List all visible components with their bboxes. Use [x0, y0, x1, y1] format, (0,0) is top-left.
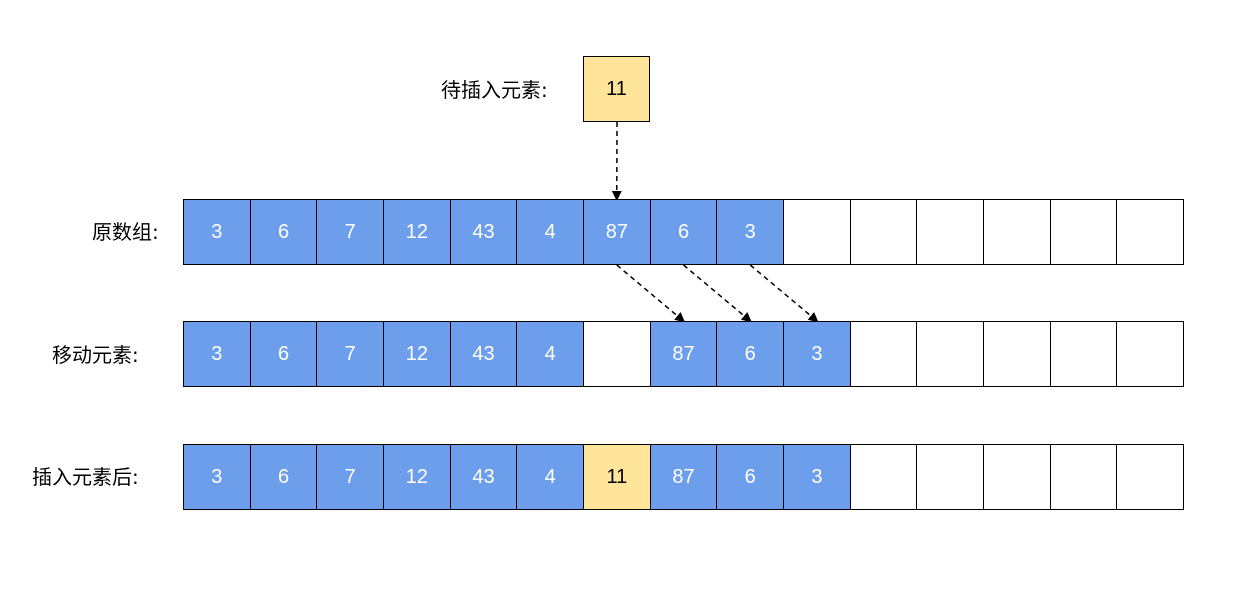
inserted-row-label: 插入元素后: — [32, 465, 139, 489]
array-cell: 3 — [783, 445, 850, 509]
array-cell: 6 — [716, 445, 784, 509]
array-cell — [1116, 200, 1184, 264]
array-cell: 12 — [383, 445, 450, 509]
array-cell — [1049, 200, 1117, 264]
array-cell: 3 — [716, 200, 784, 264]
array-cell: 87 — [649, 322, 717, 386]
array-cell: 6 — [249, 322, 317, 386]
array-cell — [916, 322, 984, 386]
array-cell: 12 — [383, 200, 450, 264]
array-cell: 43 — [449, 322, 517, 386]
array-cell: 43 — [449, 445, 517, 509]
array-cell — [583, 322, 650, 386]
array-cell: 3 — [184, 200, 250, 264]
array-cell: 6 — [716, 322, 784, 386]
array-cell — [849, 200, 917, 264]
array-cell — [849, 445, 917, 509]
array-cell: 11 — [583, 445, 650, 509]
array-cell: 43 — [449, 200, 517, 264]
dashed-arrow — [616, 264, 686, 323]
array-cell — [1049, 322, 1117, 386]
array-cell: 4 — [516, 445, 584, 509]
array-cell: 4 — [516, 200, 584, 264]
array-cell: 3 — [184, 322, 250, 386]
array-cell — [983, 445, 1050, 509]
shifted-row-label: 移动元素: — [52, 343, 139, 367]
array-cell — [783, 200, 850, 264]
array-cell — [1049, 445, 1117, 509]
array-cell — [916, 445, 984, 509]
pending-label: 待插入元素: — [441, 78, 548, 102]
array-cell: 87 — [649, 445, 717, 509]
array-cell: 6 — [649, 200, 717, 264]
array-cell: 4 — [516, 322, 584, 386]
array-cell — [983, 200, 1050, 264]
array-cell — [1116, 445, 1184, 509]
dashed-arrow — [749, 264, 819, 323]
array-cell: 7 — [316, 445, 384, 509]
array-cell: 12 — [383, 322, 450, 386]
original-row-label: 原数组: — [92, 220, 159, 244]
dashed-arrow — [683, 264, 752, 323]
array-cell — [983, 322, 1050, 386]
pending-element: 11 — [583, 56, 650, 122]
array-cell: 3 — [184, 445, 250, 509]
array-cell: 6 — [249, 200, 317, 264]
array-cell: 7 — [316, 200, 384, 264]
array-cell: 6 — [249, 445, 317, 509]
array-cell — [916, 200, 984, 264]
array-cell — [1116, 322, 1184, 386]
array-cell — [849, 322, 917, 386]
array-cell: 7 — [316, 322, 384, 386]
array-cell: 87 — [583, 200, 650, 264]
array-cell: 3 — [783, 322, 850, 386]
